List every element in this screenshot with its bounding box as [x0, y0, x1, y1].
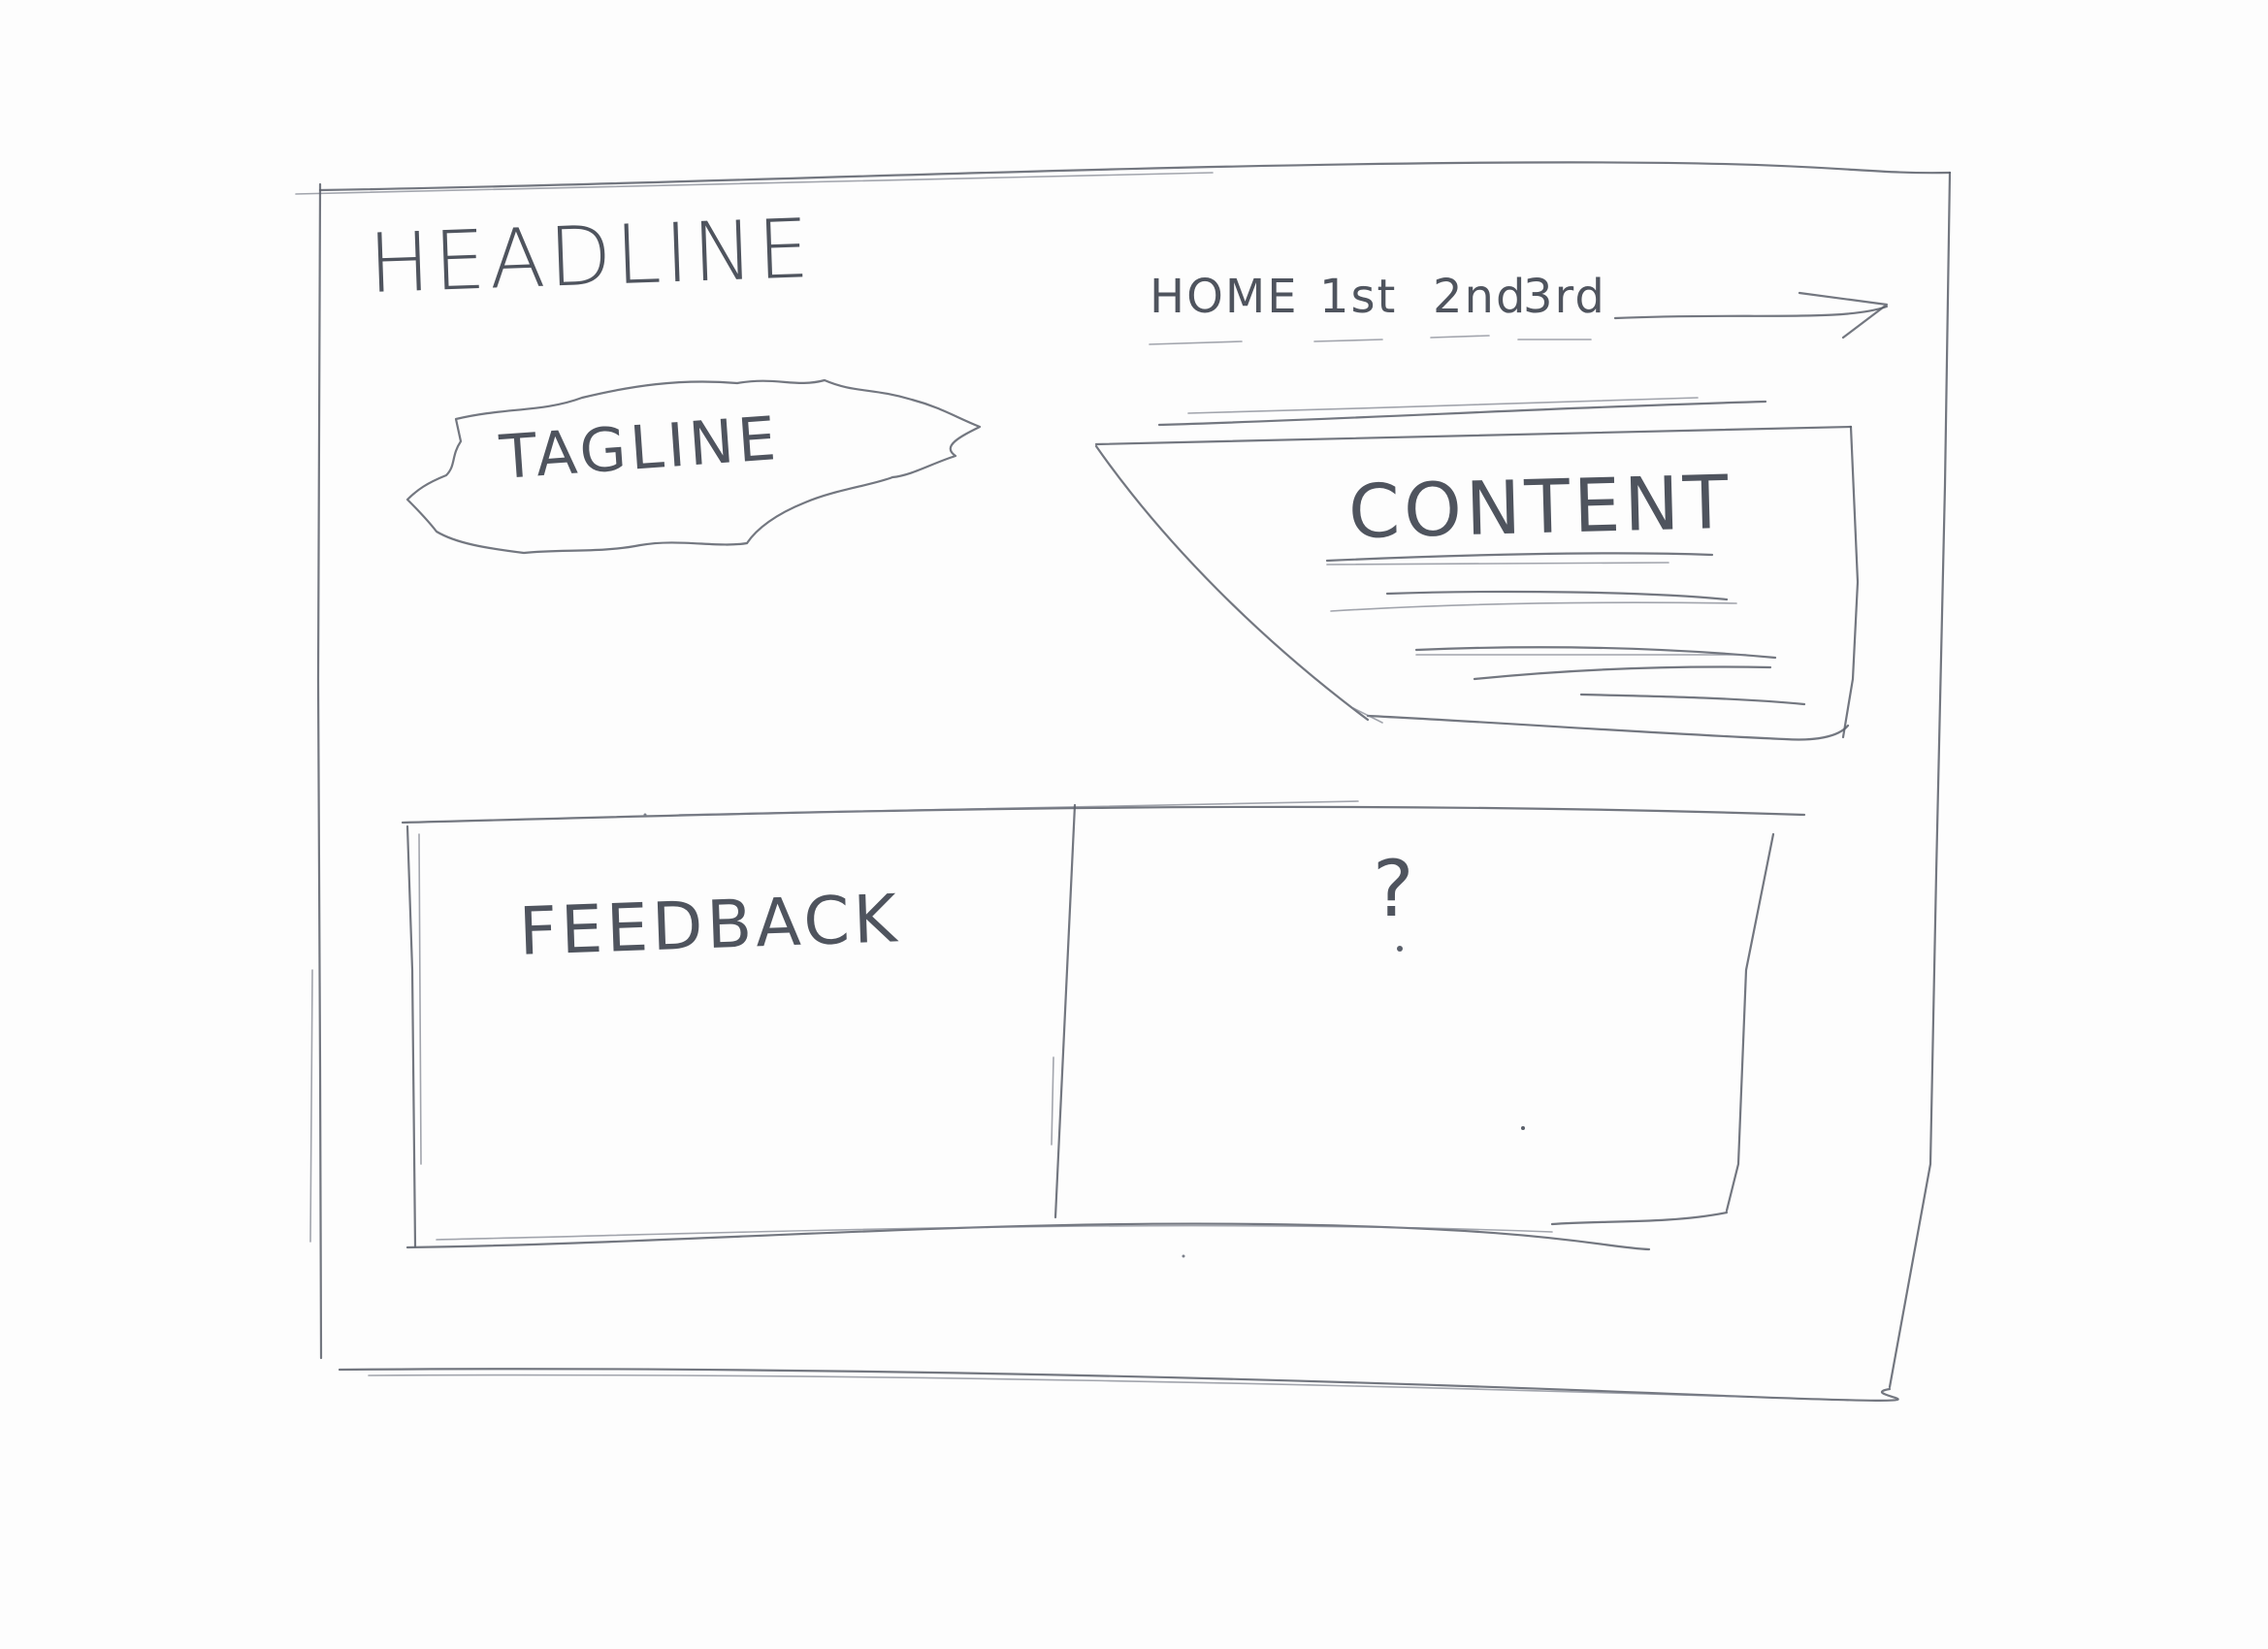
- content-frame: [1094, 397, 1860, 741]
- content-title: CONTENT: [1346, 458, 1733, 556]
- feedback-title: FEEDBACK: [517, 881, 902, 971]
- feedback-box: [405, 803, 1651, 1251]
- nav-arrow-icon: [1613, 291, 1889, 340]
- content-text-lines: [1325, 552, 1806, 706]
- page-frame: [295, 161, 1952, 1402]
- nav-item-home[interactable]: HOME: [1150, 270, 1299, 324]
- unknown-box: [643, 813, 1775, 1258]
- tagline-splash: [405, 378, 982, 555]
- unknown-block-title: ?: [1373, 844, 1418, 934]
- nav-item-third[interactable]: 3rd: [1523, 270, 1606, 324]
- nav-underlines: [1149, 335, 1592, 345]
- nav-item-first[interactable]: 1st: [1319, 270, 1398, 324]
- section-divider: [401, 800, 1806, 824]
- nav-item-second[interactable]: 2nd: [1433, 270, 1528, 324]
- headline: HEADLINE: [367, 201, 815, 311]
